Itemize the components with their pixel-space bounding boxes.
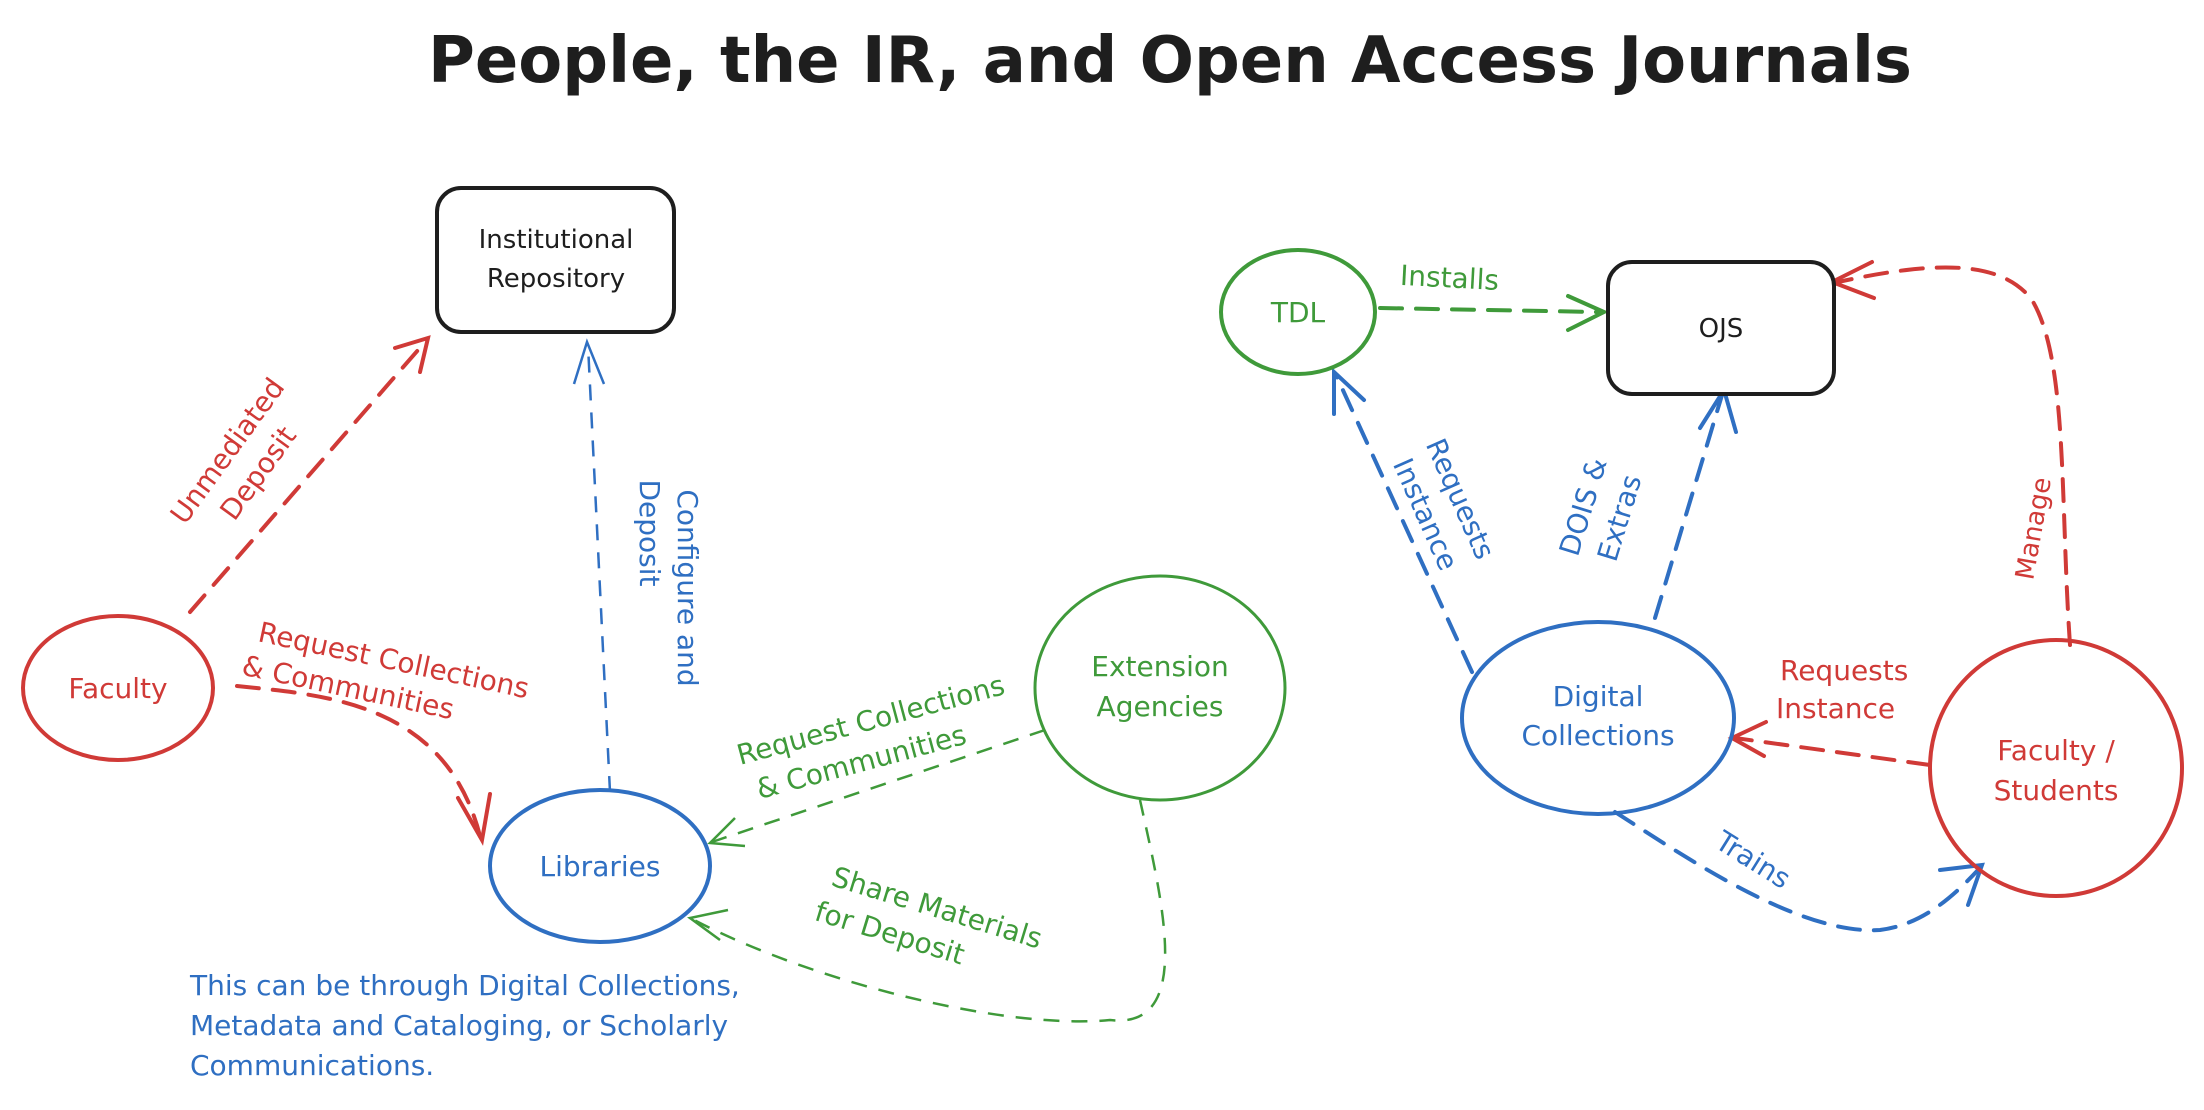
edge-manage bbox=[1827, 260, 2072, 647]
edge-requests-instance-dc-line bbox=[1733, 736, 1932, 767]
node-faculty-students: Faculty / Students bbox=[1928, 638, 2184, 898]
node-tdl-shape bbox=[1219, 248, 1377, 376]
edge-trains-line bbox=[1613, 810, 1980, 933]
node-libraries-label: Libraries bbox=[540, 850, 661, 883]
diagram-title: People, the IR, and Open Access Journals bbox=[428, 24, 1912, 98]
node-faculty-students-label-2: Students bbox=[1994, 774, 2119, 807]
node-extension-agencies-shape bbox=[1033, 574, 1287, 802]
label-requests-instance-dc-line-2: Instance bbox=[1776, 692, 1895, 725]
edge-installs bbox=[1378, 294, 1609, 332]
label-requests-instance-tdl: Requests Instance bbox=[1386, 433, 1501, 575]
edge-manage-line bbox=[1836, 265, 2072, 647]
edge-dois-extras bbox=[1653, 385, 1738, 620]
node-faculty: Faculty bbox=[21, 614, 215, 762]
node-libraries: Libraries bbox=[488, 788, 712, 944]
edge-share-materials-arrowhead bbox=[687, 908, 729, 942]
node-institutional-repository-box bbox=[435, 186, 676, 334]
node-ojs-label: OJS bbox=[1699, 314, 1744, 344]
edge-extension-request-line bbox=[711, 728, 1046, 844]
note-digital-collections: This can be through Digital Collections,… bbox=[189, 969, 740, 1082]
note-line-1: This can be through Digital Collections, bbox=[189, 969, 740, 1002]
edge-requests-instance-tdl-arrowhead bbox=[1332, 367, 1366, 416]
edge-extension-request bbox=[707, 728, 1046, 848]
edge-unmediated-deposit-arrowhead bbox=[393, 335, 431, 374]
node-digital-collections: Digital Collections bbox=[1460, 620, 1736, 816]
edge-installs-line bbox=[1378, 306, 1600, 314]
node-tdl: TDL bbox=[1219, 248, 1377, 376]
label-trains: Trains bbox=[1709, 824, 1797, 896]
edge-configure-deposit-line bbox=[586, 344, 612, 793]
label-installs: Installs bbox=[1399, 259, 1499, 297]
label-unmediated-deposit: Unmediated Deposit bbox=[164, 372, 303, 530]
label-faculty-request: Request Collections & Communities bbox=[239, 616, 532, 726]
node-digital-collections-label-1: Digital bbox=[1553, 680, 1644, 713]
node-extension-agencies-label-1: Extension bbox=[1091, 650, 1228, 683]
node-faculty-students-shape bbox=[1928, 638, 2184, 898]
edge-faculty-request-arrowhead bbox=[456, 792, 492, 846]
edge-trains-arrowhead bbox=[1938, 862, 1985, 907]
node-ojs: OJS bbox=[1606, 260, 1836, 396]
edge-requests-instance-dc bbox=[1727, 720, 1932, 767]
edge-extension-request-arrowhead bbox=[707, 817, 746, 848]
node-ojs-box bbox=[1606, 260, 1836, 396]
edge-configure-deposit-arrowhead bbox=[572, 338, 606, 385]
edge-requests-instance-tdl bbox=[1332, 367, 1474, 674]
edge-unmediated-deposit-line bbox=[188, 340, 427, 614]
node-institutional-repository-label-2: Repository bbox=[487, 264, 625, 294]
node-institutional-repository-label-1: Institutional bbox=[479, 225, 634, 255]
label-requests-instance-dc: Requests Instance bbox=[1776, 654, 1908, 725]
node-faculty-label: Faculty bbox=[68, 672, 167, 705]
edge-trains bbox=[1613, 810, 1985, 933]
edge-unmediated-deposit bbox=[188, 335, 431, 614]
label-share-materials: Share Materials for Deposit bbox=[811, 860, 1046, 971]
node-institutional-repository: Institutional Repository bbox=[435, 186, 676, 334]
label-configure-deposit-line-1: Configure and bbox=[671, 489, 704, 686]
edge-configure-deposit bbox=[572, 338, 612, 793]
label-manage: Manage bbox=[2010, 475, 2057, 582]
edge-share-materials-line bbox=[693, 799, 1167, 1023]
node-extension-agencies: Extension Agencies bbox=[1033, 574, 1287, 802]
node-digital-collections-label-2: Collections bbox=[1521, 719, 1674, 752]
edge-faculty-request bbox=[235, 684, 492, 846]
node-digital-collections-shape bbox=[1460, 620, 1736, 816]
node-faculty-students-label-1: Faculty / bbox=[1997, 734, 2115, 767]
note-line-2: Metadata and Cataloging, or Scholarly bbox=[190, 1009, 728, 1042]
label-requests-instance-dc-line-1: Requests bbox=[1780, 654, 1908, 687]
edge-dois-extras-line bbox=[1653, 393, 1724, 620]
edge-installs-arrowhead bbox=[1566, 294, 1609, 332]
node-libraries-shape bbox=[488, 788, 712, 944]
label-configure-deposit: Configure and Deposit bbox=[633, 479, 704, 686]
note-line-3: Communications. bbox=[190, 1049, 434, 1082]
edge-share-materials bbox=[687, 799, 1167, 1023]
label-configure-deposit-line-2: Deposit bbox=[633, 479, 666, 586]
node-extension-agencies-label-2: Agencies bbox=[1097, 690, 1224, 723]
edge-faculty-request-line bbox=[235, 684, 482, 838]
label-dois-extras: DOIS & Extras bbox=[1553, 454, 1649, 565]
node-faculty-shape bbox=[21, 614, 215, 762]
edge-requests-instance-tdl-line bbox=[1334, 373, 1474, 674]
node-tdl-label: TDL bbox=[1270, 296, 1326, 329]
